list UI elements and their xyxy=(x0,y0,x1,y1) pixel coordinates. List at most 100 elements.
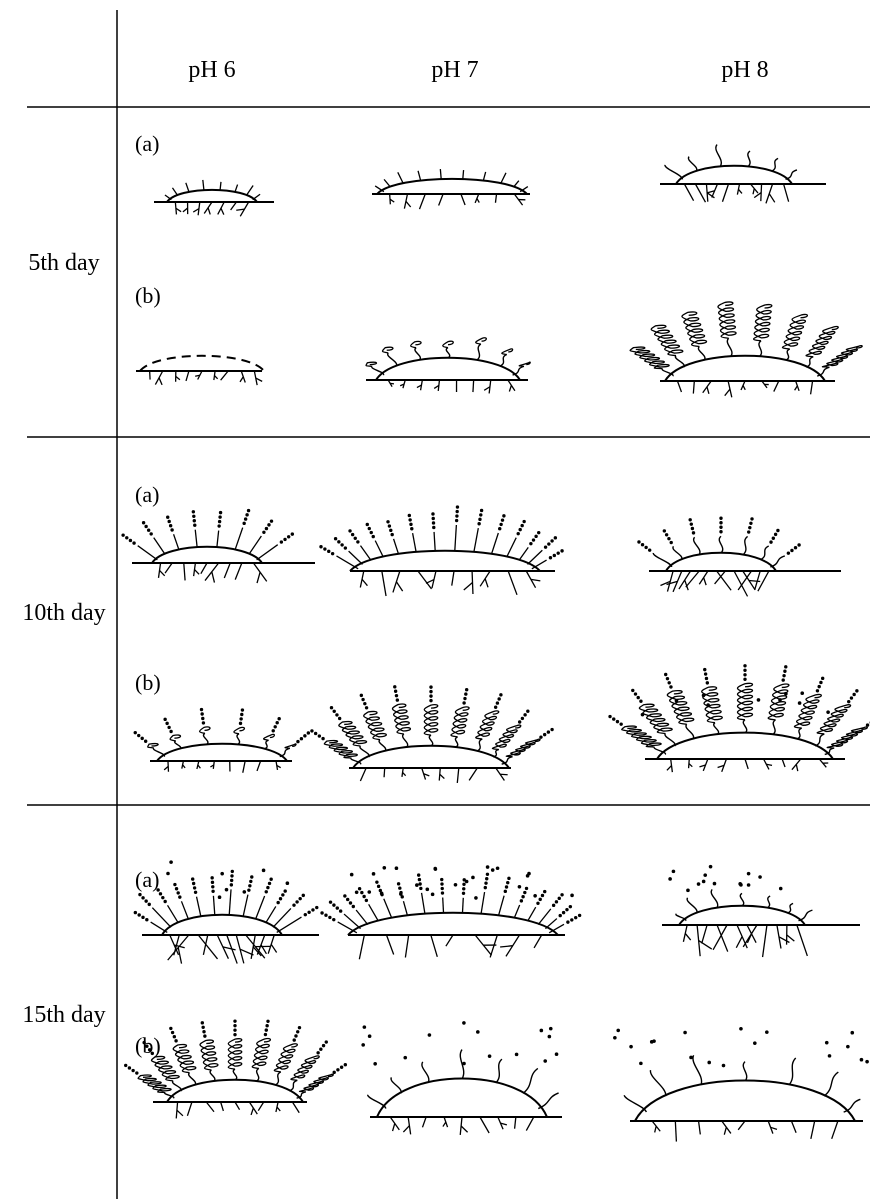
free-spore xyxy=(709,865,713,869)
spore-dot xyxy=(163,900,166,903)
spore-dot xyxy=(455,519,458,522)
spore-dot xyxy=(440,882,443,885)
aerial-hypha xyxy=(502,757,513,764)
aerial-hypha xyxy=(665,165,683,179)
spore-dot xyxy=(346,898,349,901)
substrate-hypha xyxy=(490,935,497,957)
aerial-hypha xyxy=(513,181,518,187)
spore-dot xyxy=(147,528,150,531)
aerial-hypha xyxy=(815,734,824,746)
spore-dot xyxy=(247,509,250,512)
substrate-hypha xyxy=(743,925,757,947)
aerial-hypha xyxy=(379,740,386,752)
spore-dot xyxy=(409,523,412,526)
free-spore xyxy=(747,872,751,876)
free-spore xyxy=(798,701,802,705)
substrate-hypha-branch xyxy=(736,937,742,948)
free-spore xyxy=(526,874,530,878)
aerial-hypha xyxy=(249,536,261,554)
spore-dot xyxy=(850,696,853,699)
spore-dot xyxy=(233,1024,236,1027)
spore-dot xyxy=(634,692,637,695)
substrate-hypha-branch xyxy=(787,935,795,941)
colony-dome xyxy=(350,551,540,571)
spore-dot xyxy=(280,540,283,543)
spore-dot xyxy=(537,531,540,534)
panel-label-10a: (a) xyxy=(135,482,159,507)
aerial-hypha xyxy=(496,1059,502,1083)
spore-chain-coil xyxy=(738,683,753,719)
spore-dot xyxy=(266,1020,269,1023)
spore-dot xyxy=(135,1071,138,1074)
spore-dot xyxy=(847,700,850,703)
colony-10a-ph6 xyxy=(121,509,315,583)
spore-chain-coil xyxy=(718,302,736,338)
aerial-hypha xyxy=(394,539,399,554)
spore-dot xyxy=(249,880,252,883)
free-spore xyxy=(361,1043,365,1047)
spore-dot xyxy=(375,880,378,883)
spore-dot xyxy=(704,672,707,675)
spore-dot xyxy=(456,505,459,508)
free-spore xyxy=(372,872,376,876)
aerial-hypha xyxy=(799,910,813,921)
free-spore xyxy=(454,883,458,887)
spore-dot xyxy=(307,731,310,734)
spore-dot xyxy=(248,884,251,887)
spore-dot xyxy=(521,895,524,898)
free-spore xyxy=(702,880,706,884)
spore-dot xyxy=(539,898,542,901)
spore-dot xyxy=(191,877,194,880)
substrate-hypha xyxy=(797,925,807,956)
free-spore xyxy=(428,1033,432,1037)
spore-chain-coil xyxy=(782,314,807,349)
free-spore xyxy=(533,894,537,898)
substrate-hypha xyxy=(382,571,386,596)
spore-dot xyxy=(137,913,140,916)
spore-dot xyxy=(141,896,144,899)
spore-chain-coil xyxy=(200,1040,218,1070)
colony-15b-ph7 xyxy=(361,1021,562,1135)
aerial-hypha xyxy=(545,919,556,929)
aerial-hypha xyxy=(463,170,464,179)
free-spore xyxy=(697,882,701,886)
substrate-hypha-branch xyxy=(251,1108,253,1115)
spore-dot xyxy=(388,524,391,527)
spore-dot xyxy=(296,1030,299,1033)
spore-dot xyxy=(663,529,666,532)
spore-dot xyxy=(250,875,253,878)
spore-dot xyxy=(358,887,361,890)
colony-15b-ph8 xyxy=(613,1027,870,1142)
spore-chain-coil xyxy=(339,722,367,746)
spore-dot xyxy=(396,698,399,701)
spore-dot xyxy=(705,677,708,680)
colony-5b-ph7 xyxy=(366,338,530,394)
spore-dot xyxy=(462,701,465,704)
aerial-hypha xyxy=(264,740,268,749)
spore-dot xyxy=(532,538,535,541)
spore-dot xyxy=(743,673,746,676)
substrate-hypha-branch xyxy=(160,570,165,575)
free-spore xyxy=(652,1039,656,1043)
row-header-day5: 5th day xyxy=(28,250,99,276)
spore-dot xyxy=(319,1048,322,1051)
colony-10a-ph8 xyxy=(637,517,841,597)
substrate-hypha-branch xyxy=(221,208,224,214)
spore-dot xyxy=(351,533,354,536)
spore-dot xyxy=(543,890,546,893)
spore-dot xyxy=(192,510,195,513)
spore-dot xyxy=(344,546,347,549)
spore-dot xyxy=(247,888,250,891)
free-spore xyxy=(668,877,672,881)
spore-dot xyxy=(719,517,722,520)
spore-chain-coil xyxy=(682,312,707,347)
free-spore xyxy=(488,1054,492,1058)
substrate-hypha xyxy=(243,761,245,773)
spore-dot xyxy=(688,518,691,521)
spore-dot xyxy=(144,899,147,902)
spore-dot xyxy=(529,542,532,545)
spore-dot xyxy=(245,513,248,516)
aerial-hypha xyxy=(483,172,485,181)
spore-dot xyxy=(323,547,326,550)
aerial-hypha xyxy=(719,536,722,553)
